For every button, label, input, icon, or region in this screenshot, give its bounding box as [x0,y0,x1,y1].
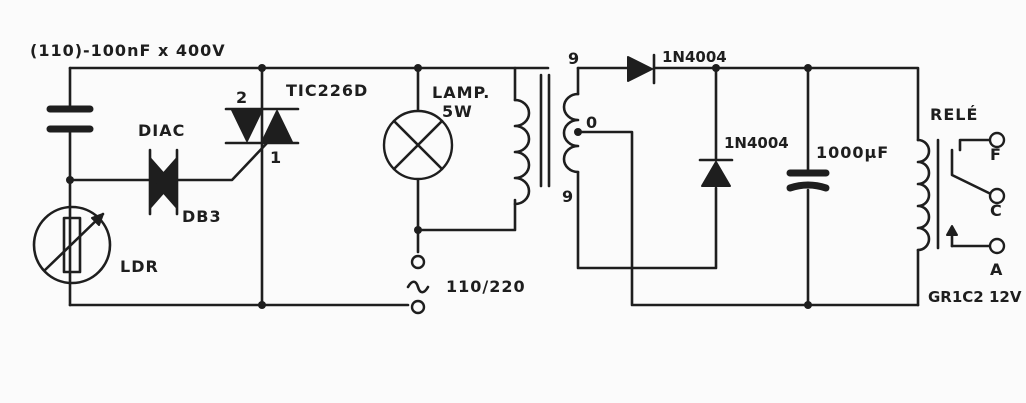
mains-terminals [406,254,430,315]
triac-pin1-label: 1 [270,148,282,167]
ldr-sensor [32,205,112,285]
junction-dots [66,64,812,309]
lamp-label-line2: 5W [442,102,473,121]
relay-gr1c2 [916,138,997,252]
lamp-5w [382,109,454,181]
triac-pin2-label: 2 [236,88,248,107]
relay-terminals [988,131,1006,255]
ldr-label: LDR [120,257,159,276]
capacitor-100nf [46,105,94,133]
relay-f-label: F [990,145,1002,164]
diode-1n4004-series [627,53,656,85]
diac-label: DIAC [138,121,185,140]
triac-tic226d [224,107,300,145]
diac-part-label: DB3 [182,207,222,226]
filter-cap-label: 1000µF [816,143,889,162]
wiring-secondary [652,66,920,307]
lamp-label-line1: LAMP. [432,83,490,102]
triac-label: TIC226D [286,81,368,100]
diac-db3 [148,148,179,216]
diode-mid-label: 1N4004 [724,134,789,152]
relay-a-label: A [990,260,1003,279]
relay-part-label: GR1C2 12V [928,288,1022,306]
diode-1n4004-shunt [698,158,734,187]
trafo-top-label: 9 [568,49,580,68]
capacitor-1000uf [786,169,830,192]
trafo-center-label: 0 [586,113,598,132]
transformer [513,66,920,307]
wiring-primary [68,66,550,307]
capacitor-label: (110)-100nF x 400V [30,41,226,60]
relay-c-label: C [990,201,1003,220]
relay-label: RELÉ [930,105,978,124]
diode-top-label: 1N4004 [662,48,727,66]
mains-label: 110/220 [446,277,526,296]
trafo-bottom-label: 9 [562,187,574,206]
